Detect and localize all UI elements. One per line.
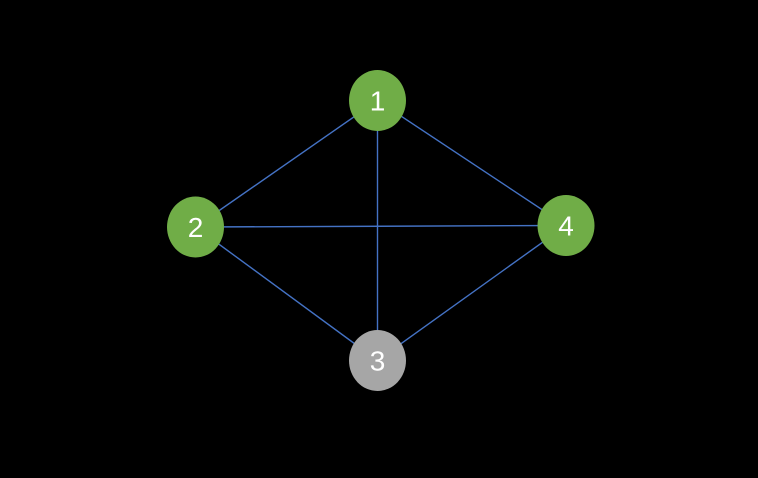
graph-node-3[interactable] [349,330,406,391]
edge-layer [195,99,567,362]
graph-edge-2-4 [195,224,567,228]
graph-edge-2-3 [195,226,378,362]
graph-node-4[interactable] [537,195,595,256]
graph-edge-1-2 [195,99,378,228]
graph-node-1[interactable] [349,70,406,131]
graph-edge-3-4 [377,224,567,362]
graph-edge-1-4 [377,99,567,227]
graph-node-2[interactable] [167,196,224,258]
